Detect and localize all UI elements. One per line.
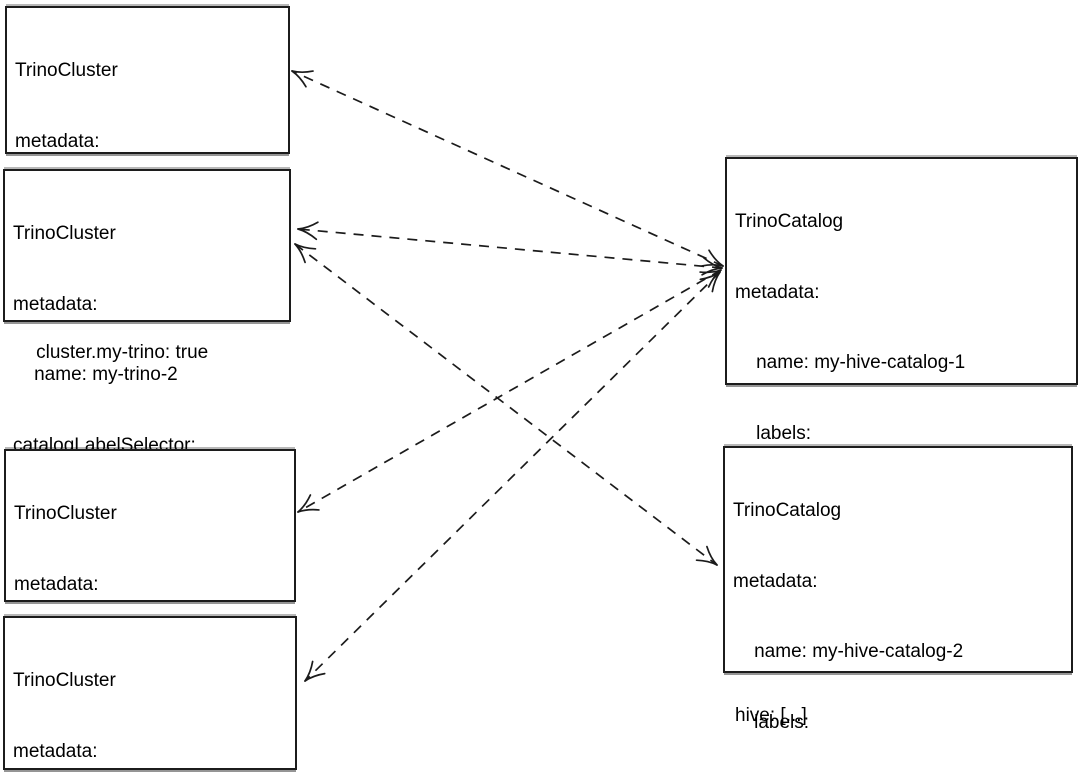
arrowhead xyxy=(706,545,718,566)
edge-line xyxy=(304,271,721,682)
trino-cluster-node-my-trino-blue: TrinoCluster metadata: name: my-trino-bl… xyxy=(4,449,296,736)
arrowhead xyxy=(291,70,307,88)
edge-line xyxy=(297,269,722,513)
arrowhead xyxy=(701,263,724,267)
yaml-line: name: my-hive-catalog-1 xyxy=(735,352,966,373)
yaml-line: metadata: xyxy=(14,573,99,595)
yaml-line: TrinoCluster xyxy=(13,223,116,244)
trino-catalog-node-my-hive-catalog-2: TrinoCatalog metadata: name: my-hive-cat… xyxy=(723,446,1073,733)
arrowhead xyxy=(297,508,320,513)
yaml-line: metadata: xyxy=(13,293,98,315)
trino-cluster-node-my-trino: TrinoCluster metadata: name: my-trino ca… xyxy=(5,6,290,363)
arrowhead xyxy=(701,267,723,276)
arrowhead xyxy=(304,660,314,682)
trino-catalog-node-my-hive-catalog-1: TrinoCatalog metadata: name: my-hive-cat… xyxy=(725,157,1078,726)
yaml-line: name: my-trino-2 xyxy=(13,364,178,385)
arrowhead xyxy=(297,494,312,513)
arrowhead xyxy=(707,269,722,288)
arrowhead xyxy=(708,249,724,267)
arrowhead xyxy=(294,243,317,250)
yaml-line: name: my-hive-catalog-2 xyxy=(733,641,964,662)
arrowhead xyxy=(294,243,306,264)
edge-line xyxy=(297,228,723,269)
yaml-line: metadata: xyxy=(733,570,818,592)
arrowhead xyxy=(695,559,718,566)
arrowhead xyxy=(699,271,721,281)
edge-line xyxy=(294,243,718,566)
yaml-line: metadata: xyxy=(13,740,98,762)
arrowhead xyxy=(297,221,319,230)
yaml-line: labels: xyxy=(735,422,812,444)
yaml-line: TrinoCatalog xyxy=(733,500,842,521)
yaml-line: metadata: xyxy=(735,281,820,303)
arrowhead xyxy=(291,70,314,74)
yaml-line: hive: [...] xyxy=(735,704,807,726)
arrowhead xyxy=(711,271,721,293)
arrowhead xyxy=(702,256,723,269)
yaml-line: TrinoCluster xyxy=(14,503,117,524)
arrowhead xyxy=(304,672,326,682)
arrowhead xyxy=(699,269,722,274)
edge-line xyxy=(291,70,724,267)
trino-cluster-node-my-trino-2: TrinoCluster metadata: name: my-trino-2 … xyxy=(3,169,291,526)
arrowhead xyxy=(297,228,318,241)
yaml-line: metadata: xyxy=(15,130,100,152)
yaml-line: labels: xyxy=(733,711,810,733)
trino-cluster-node-my-trino-green: TrinoCluster metadata: name: my-trino-gr… xyxy=(3,616,297,770)
yaml-line: TrinoCluster xyxy=(15,60,118,81)
yaml-line: TrinoCluster xyxy=(13,670,116,691)
yaml-line: TrinoCatalog xyxy=(735,211,844,232)
yaml-line: cluster.my-trino: true xyxy=(15,342,209,363)
